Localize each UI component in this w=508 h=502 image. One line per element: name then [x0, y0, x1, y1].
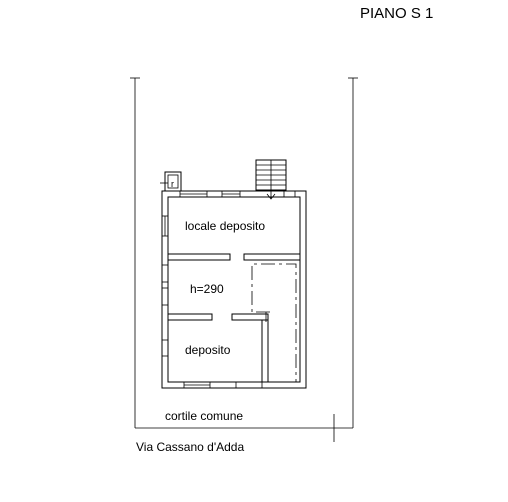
room-label-storage: locale deposito	[185, 219, 265, 233]
dashed-outline	[251, 263, 297, 383]
building-walls	[161, 190, 307, 389]
room-label-deposit: deposito	[185, 343, 231, 357]
utility-box: r	[160, 171, 182, 192]
utility-box-label: r	[171, 179, 174, 189]
internal-partitions	[167, 253, 301, 383]
room-height-note: h=290	[190, 282, 224, 296]
property-boundary	[130, 77, 358, 442]
street-label: Via Cassano d'Adda	[136, 440, 244, 454]
courtyard-label: cortile comune	[165, 409, 243, 423]
floor-label: PIANO S 1	[360, 5, 433, 22]
staircase	[255, 159, 287, 200]
